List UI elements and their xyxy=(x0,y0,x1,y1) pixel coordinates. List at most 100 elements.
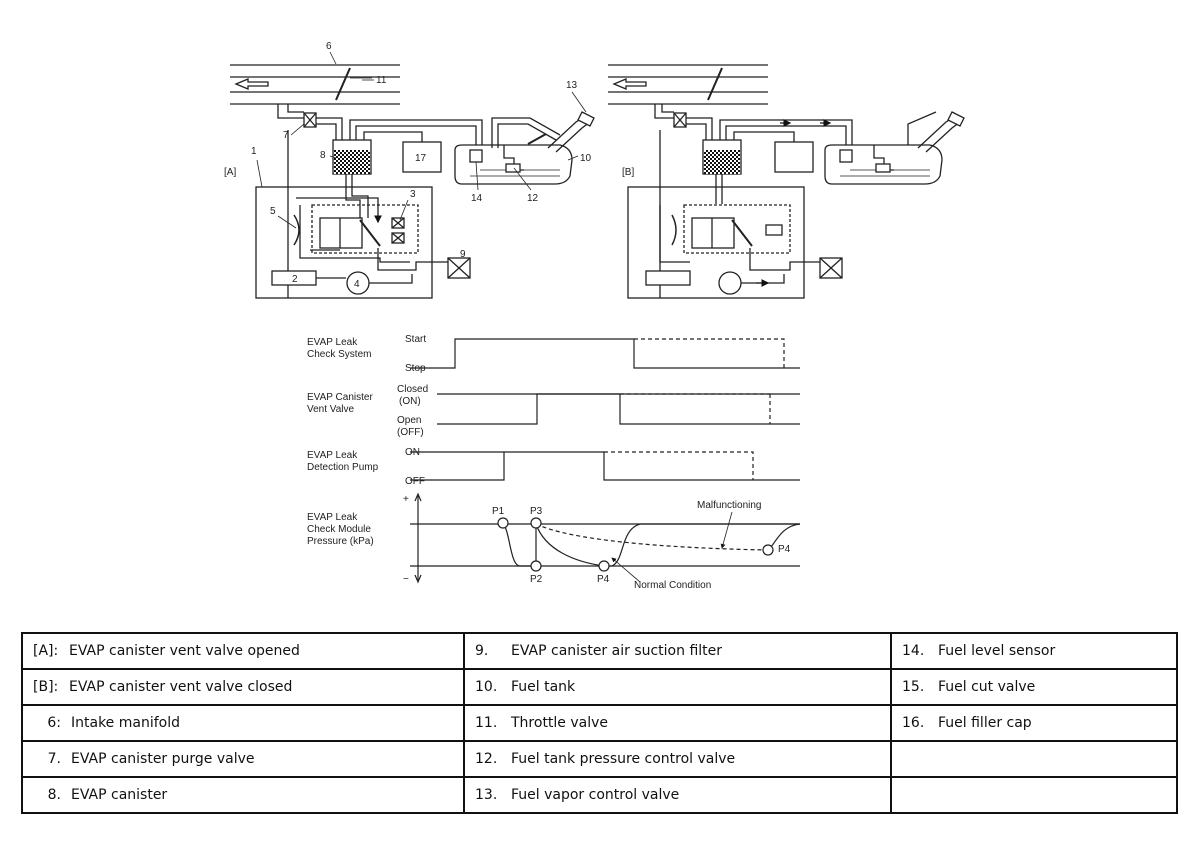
diagram-label: Start xyxy=(405,334,426,345)
waveform-leak-check-system xyxy=(410,338,800,369)
legend-text: Fuel tank pressure control valve xyxy=(511,751,736,767)
legend-cell: 8. EVAP canister xyxy=(21,776,465,814)
legend-key: 14. xyxy=(902,643,925,659)
callout-12: 12 xyxy=(527,193,539,204)
legend-cell: 16. Fuel filler cap xyxy=(890,704,1178,742)
legend-text: Fuel vapor control valve xyxy=(511,787,680,803)
row-label-vent-valve: EVAP Canister Vent Valve Closed (ON) Ope… xyxy=(307,384,428,438)
point-p4-marker-normal xyxy=(598,560,610,572)
legend-text: EVAP canister vent valve closed xyxy=(69,679,293,695)
legend-row: 6: Intake manifold 11. Throttle valve 16. Fue… xyxy=(21,704,1178,742)
callout-11: 11 xyxy=(376,75,387,86)
row-label-module-pressure: EVAP Leak Check Module Pressure (kPa) + … xyxy=(307,494,409,585)
legend-cell: 7. EVAP canister purge valve xyxy=(21,740,465,778)
legend-cell: 15.Fuel cut valve xyxy=(890,668,1178,706)
panel-a xyxy=(230,64,595,299)
callout-9: 9 xyxy=(460,249,466,260)
callout-13: 13 xyxy=(566,80,578,91)
callout-4: 4 xyxy=(354,279,360,290)
legend-cell xyxy=(890,740,1178,778)
legend-key: 12. xyxy=(475,751,498,767)
point-p4-label-normal: P4 xyxy=(597,574,610,585)
diagram-label: Open xyxy=(397,415,421,426)
diagram-label: EVAP Canister xyxy=(307,392,373,403)
legend-key: 7. xyxy=(47,751,61,767)
panel-a-tag: [A] xyxy=(224,167,236,178)
callout-8: 8 xyxy=(320,150,326,161)
legend-cell: 9.EVAP canister air suction filter xyxy=(463,632,892,670)
diagram-label: − xyxy=(403,574,409,585)
annotation-malfunctioning: Malfunctioning xyxy=(697,500,761,511)
diagram-label: + xyxy=(403,494,409,505)
legend-text: EVAP canister vent valve opened xyxy=(69,643,300,659)
row-label-detection-pump: EVAP Leak Detection Pump ON OFF xyxy=(307,447,425,487)
diagram-label: EVAP Leak xyxy=(307,512,358,523)
callout-10: 10 xyxy=(580,153,592,164)
pressure-curve-malfunction xyxy=(535,523,769,551)
diagram-label: Closed xyxy=(397,384,428,395)
waveform-leak-check-system-dashed xyxy=(634,338,785,368)
callout-7: 7 xyxy=(283,130,289,141)
flow-arrow-icon xyxy=(612,78,647,90)
legend-key: 11. xyxy=(475,715,498,731)
legend-key: 8. xyxy=(47,787,61,803)
flow-arrow-icon xyxy=(234,78,269,90)
legend-cell: [A]:EVAP canister vent valve opened xyxy=(21,632,465,670)
legend-key: 13. xyxy=(475,787,498,803)
diagram-label: Check System xyxy=(307,349,371,360)
annotation-normal-condition: Normal Condition xyxy=(634,580,711,591)
diagram-label: (ON) xyxy=(399,396,421,407)
callout-1: 1 xyxy=(251,146,257,157)
callout-6: 6 xyxy=(326,41,332,52)
diagram-label: Detection Pump xyxy=(307,462,379,473)
diagram-label: Check Module xyxy=(307,524,371,535)
legend-text: EVAP canister purge valve xyxy=(71,751,255,767)
legend-row: 7. EVAP canister purge valve 12. Fuel tank … xyxy=(21,740,1178,778)
legend-key: 10. xyxy=(475,679,498,695)
legend-cell: 11. Throttle valve xyxy=(463,704,892,742)
evap-system-diagram: [A] 1 2 3 4 5 6 7 8 9 10 11 12 13 14 17 xyxy=(224,41,965,591)
diagram-label: Pressure (kPa) xyxy=(307,536,374,547)
point-p3-label: P3 xyxy=(530,506,543,517)
waveform-detection-pump xyxy=(410,451,800,481)
point-p4-label-malfunction: P4 xyxy=(778,544,791,555)
diagram-label: (OFF) xyxy=(397,427,424,438)
diagram-label: EVAP Leak xyxy=(307,337,358,348)
legend-key: 6: xyxy=(47,715,61,731)
legend-key: 9. xyxy=(475,643,489,659)
panel-b-tag: [B] xyxy=(622,167,634,178)
legend-text: Fuel cut valve xyxy=(938,679,1036,695)
legend-text: Fuel filler cap xyxy=(938,715,1032,731)
legend-cell: 10.Fuel tank xyxy=(463,668,892,706)
legend-cell: 14. Fuel level sensor xyxy=(890,632,1178,670)
panel-a-leaders xyxy=(256,51,587,229)
callout-17: 17 xyxy=(415,153,427,164)
legend-text: Throttle valve xyxy=(511,715,609,731)
legend-text: EVAP canister xyxy=(71,787,168,803)
panel-a-callouts: [A] 1 2 3 4 5 6 7 8 9 10 11 12 13 14 17 xyxy=(224,41,592,290)
legend-cell xyxy=(890,776,1178,814)
legend-text: Fuel level sensor xyxy=(938,643,1056,659)
legend-text: Intake manifold xyxy=(71,715,180,731)
legend-cell: 13. Fuel vapor control valve xyxy=(463,776,892,814)
diagram-label: EVAP Leak xyxy=(307,450,358,461)
callout-5: 5 xyxy=(270,206,276,217)
legend-cell: 12. Fuel tank pressure control valve xyxy=(463,740,892,778)
callout-3: 3 xyxy=(410,189,416,200)
diagram-label: OFF xyxy=(405,476,425,487)
waveform-vent-valve xyxy=(437,393,800,425)
pressure-curve-normal xyxy=(502,523,800,567)
point-p4-marker-malfunction xyxy=(762,544,774,556)
point-p1-label: P1 xyxy=(492,506,505,517)
legend-cell: 6: Intake manifold xyxy=(21,704,465,742)
callout-14: 14 xyxy=(471,193,483,204)
point-p1-marker xyxy=(497,517,509,529)
legend-key: [B]: xyxy=(33,679,59,695)
diagram-label: Vent Valve xyxy=(307,404,355,415)
point-p3-marker xyxy=(530,517,542,529)
legend-key: 16. xyxy=(902,715,925,731)
row-label-leak-check-system: EVAP Leak Check System Start Stop xyxy=(307,334,426,374)
